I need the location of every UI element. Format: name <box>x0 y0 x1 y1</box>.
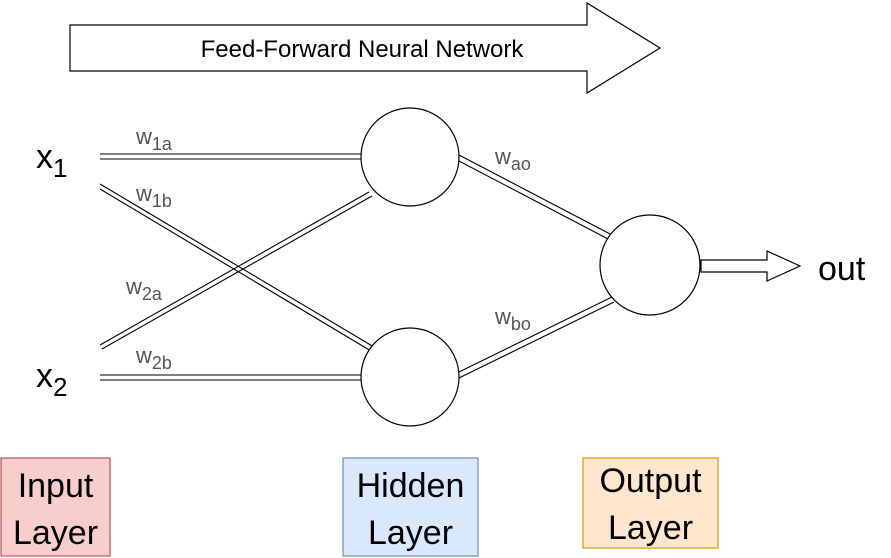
edge-b-o <box>456 296 615 379</box>
output-layer-line2: Layer <box>608 509 693 547</box>
weight-label-w1a: w1a <box>135 124 173 154</box>
weight-label-w2b: w2b <box>135 343 172 373</box>
output-layer-rect <box>582 457 719 549</box>
banner-arrow-shape <box>69 1 662 95</box>
edge-x1-a <box>100 153 361 160</box>
hidden-layer-box: Hidden Layer <box>342 457 479 557</box>
weight-label-wao: wao <box>494 144 531 174</box>
output-layer-line1: Output <box>599 462 702 500</box>
input-x2-label: x2 <box>36 357 67 402</box>
hidden-layer-line1: Hidden <box>357 467 465 505</box>
output-layer-box: Output Layer <box>582 457 719 549</box>
hidden-neuron-a <box>360 107 460 207</box>
hidden-layer-rect <box>342 457 479 557</box>
input-layer-line1: Input <box>18 467 94 505</box>
input-layer-rect <box>0 457 111 557</box>
weight-label-wbo: wbo <box>494 304 531 334</box>
output-neuron <box>599 214 701 316</box>
input-layer-line2: Layer <box>13 514 98 552</box>
edge-a-o <box>456 154 613 241</box>
edge-x2-a <box>99 191 373 350</box>
hidden-neuron-b <box>360 327 460 427</box>
input-x1-label: x1 <box>36 138 67 183</box>
edge-x2-b <box>100 374 361 381</box>
output-arrow <box>700 250 802 282</box>
connections <box>99 153 615 381</box>
weight-label-w1b: w1b <box>135 181 172 211</box>
weight-label-w2a: w2a <box>125 274 163 304</box>
banner-title: Feed-Forward Neural Network <box>201 36 525 63</box>
hidden-layer-line2: Layer <box>368 514 453 552</box>
input-layer-box: Input Layer <box>0 457 111 557</box>
output-label: out <box>818 250 866 288</box>
feed-forward-banner: Feed-Forward Neural Network <box>69 1 662 95</box>
edge-x1-b <box>99 183 375 352</box>
